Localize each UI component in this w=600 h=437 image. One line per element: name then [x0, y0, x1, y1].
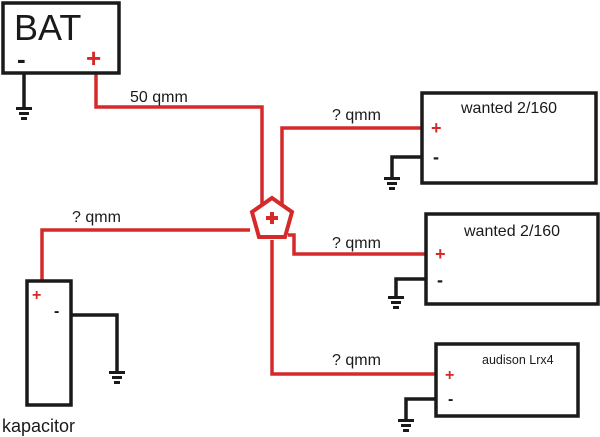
amp3-ground-wire	[404, 397, 436, 420]
ground-icon	[109, 371, 125, 384]
amp2-power-wire	[288, 233, 426, 256]
amp2-negative-terminal: -	[437, 270, 443, 290]
main-power-wire	[94, 74, 264, 205]
amp2-label: wanted 2/160	[463, 223, 560, 240]
amp1-positive-terminal: +	[431, 118, 442, 138]
battery[interactable]: BAT - +	[1, 1, 121, 75]
amp2-ground-wire	[394, 277, 426, 297]
amp3-wire-label: ? qmm	[332, 352, 381, 369]
amp1-wire-label: ? qmm	[332, 107, 381, 124]
battery-label: BAT	[14, 7, 81, 48]
amp3-label: audison Lrx4	[482, 353, 554, 367]
ground-icon	[388, 296, 404, 309]
cap-ground-wire	[71, 313, 119, 372]
cap-positive-terminal: +	[32, 287, 41, 304]
capacitor-label: kapacitor	[2, 416, 75, 436]
amp2-wire-label: ? qmm	[332, 235, 381, 252]
amp3-power-wire	[270, 240, 436, 376]
amp2-positive-terminal: +	[435, 244, 446, 264]
capacitor[interactable]: + -	[25, 279, 73, 407]
amp1-label: wanted 2/160	[460, 100, 557, 117]
amp3-negative-terminal: -	[448, 391, 453, 408]
ground-icon	[16, 107, 32, 120]
amp1-ground-wire	[390, 155, 422, 178]
ground-icon	[398, 419, 414, 432]
distribution-block[interactable]	[249, 195, 295, 239]
cap-negative-terminal: -	[54, 303, 59, 320]
cap-wire-label: ? qmm	[72, 209, 121, 226]
cap-power-wire	[40, 228, 250, 282]
amp1-negative-terminal: -	[433, 147, 439, 167]
battery-positive-terminal: +	[86, 43, 101, 73]
amplifier-2[interactable]: wanted 2/160 + -	[424, 212, 600, 306]
amplifier-1[interactable]: wanted 2/160 + -	[420, 91, 598, 185]
battery-negative-terminal: -	[17, 44, 26, 74]
amp3-positive-terminal: +	[445, 367, 454, 384]
ground-icon	[384, 177, 400, 190]
amp1-power-wire	[280, 126, 422, 205]
main-wire-label: 50 qmm	[130, 89, 188, 106]
amplifier-3[interactable]: audison Lrx4 + -	[434, 342, 580, 418]
